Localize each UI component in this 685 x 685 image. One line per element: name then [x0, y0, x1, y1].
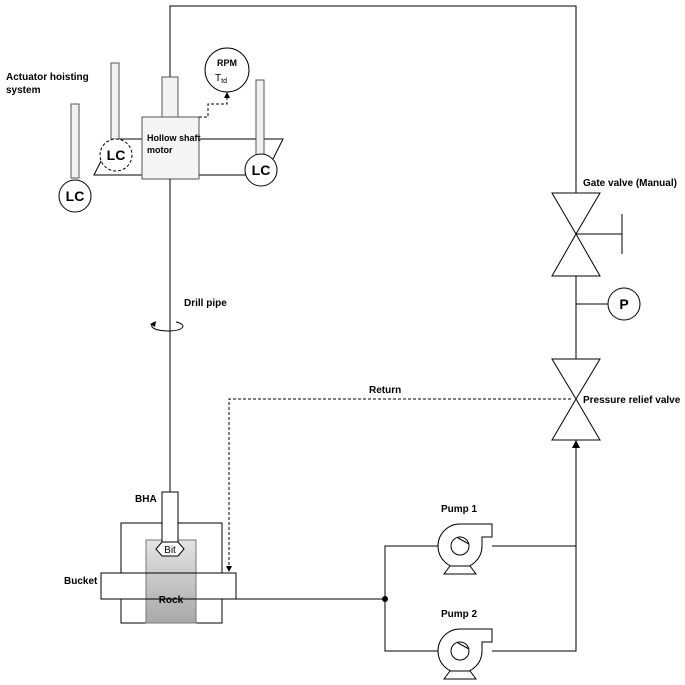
relief-valve-lower [551, 398, 601, 441]
relief-valve-label: Pressure relief valve [583, 395, 681, 406]
hoisting-rod-3 [255, 79, 265, 157]
bit-icon [155, 541, 185, 557]
bucket-label: Bucket [64, 576, 98, 587]
pump1-inlet-line [384, 545, 438, 599]
lc-controller-middle [99, 138, 133, 172]
pressure-gauge-label: P [619, 296, 628, 312]
gate-valve-label: Gate valve (Manual) [583, 178, 677, 189]
return-arrow-icon [226, 566, 232, 572]
actuator-label-line1: Actuator hoisting [6, 72, 89, 83]
relief-valve-upper [551, 358, 601, 400]
pump-1-icon [437, 523, 493, 575]
lc-label-middle: LC [107, 147, 126, 163]
drill-pipe-label: Drill pipe [184, 298, 227, 309]
hoisting-rod-2 [110, 62, 120, 140]
discharge-arrow-icon [572, 440, 580, 448]
rock-label: Rock [159, 595, 184, 606]
bit-label: Bit [164, 545, 176, 556]
pump2-inlet-line [384, 599, 438, 652]
rpm-label: RPM [217, 58, 237, 68]
bha-tool [161, 491, 179, 543]
ttd-label: Ttd [215, 73, 227, 85]
return-label: Return [369, 385, 401, 396]
lc-label-left: LC [66, 188, 85, 204]
lc-controller-left [58, 179, 92, 213]
top-pipe [169, 5, 577, 193]
rpm-torque-sensor [204, 47, 250, 93]
rotation-arrow-icon [151, 321, 184, 332]
sensor-signal-line [199, 96, 228, 118]
motor-label-line1: Hollow shaft [147, 133, 201, 143]
discharge-line [492, 446, 577, 652]
pressure-gauge [607, 287, 641, 321]
gate-valve-lower [551, 232, 601, 277]
pump-1-label: Pump 1 [441, 504, 478, 515]
motor-label-line2: motor [147, 145, 173, 155]
return-line [228, 398, 571, 568]
bha-label: BHA [135, 494, 157, 505]
lc-controller-right [244, 153, 278, 187]
gate-valve-upper [551, 192, 601, 235]
motor-shaft [161, 76, 179, 118]
hoisting-rod-1 [70, 103, 80, 179]
pump-2-icon [437, 628, 493, 680]
actuator-label-line2: system [6, 85, 41, 96]
lc-label-right: LC [252, 162, 271, 178]
pump-2-label: Pump 2 [441, 609, 478, 620]
hollow-shaft-motor [141, 116, 200, 180]
sensor-arrow-icon [224, 92, 230, 98]
